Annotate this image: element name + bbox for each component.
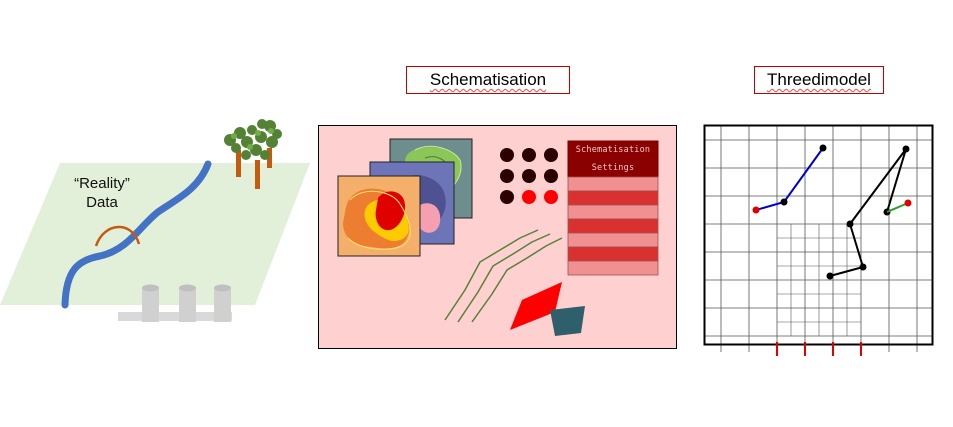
schematisation-title: Schematisation [406,66,570,94]
reality-data-label: “Reality” Data [52,174,152,212]
boundary-ticks [776,342,862,356]
raster-layer-front [337,175,421,257]
settings-header-line1: Schematisation [575,145,651,155]
channel-1d-blue [752,144,827,214]
fine-grid [777,224,861,336]
reality-label-line1: “Reality” [74,175,130,192]
settings-table [567,140,659,276]
threedimodel-frame [703,124,934,346]
river-line [61,160,212,309]
node-dots [500,148,558,204]
settings-header-line2: Settings [591,163,635,173]
schematisation-settings-header: Schematisation Settings [568,141,658,177]
teal-area-shape [550,306,585,336]
schematisation-title-text: Schematisation [429,70,547,89]
channel-1d-black [826,145,910,280]
threedimodel-title-text: Threedimodel [767,70,871,89]
pipe-wells-icon [118,284,232,322]
coarse-grid [705,125,932,352]
channel-lines [444,229,563,323]
red-area-shape [510,282,562,330]
threedimodel-title: Threedimodel [754,66,884,94]
reality-label-line2: Data [86,194,118,211]
trees-icon [224,119,282,189]
bridge-arc-icon [94,225,141,247]
connection-green [886,199,912,213]
